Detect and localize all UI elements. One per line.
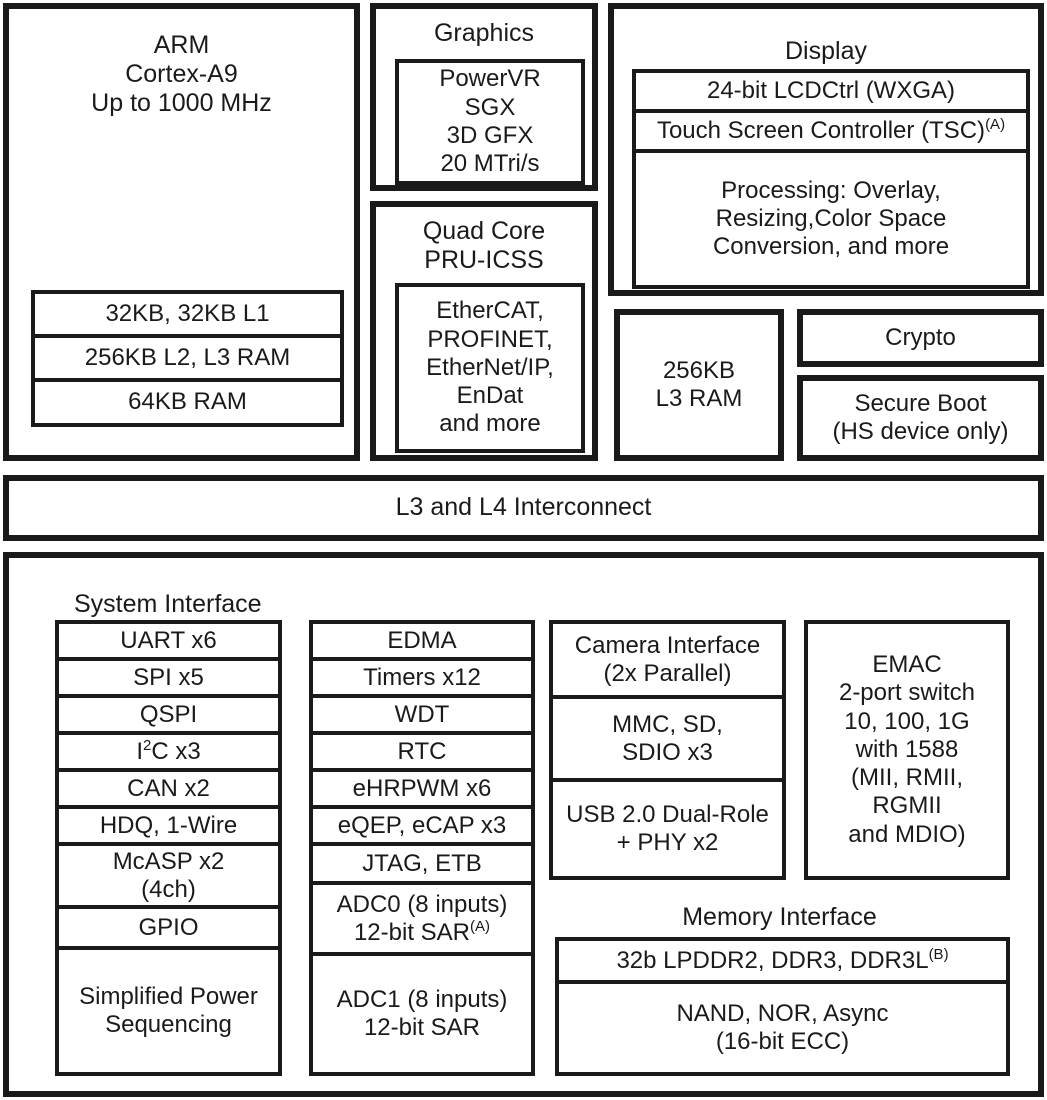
arm-cache-l2: 256KB L2, L3 RAM (31, 334, 344, 383)
peripheral-hdq-label: HDQ, 1-Wire (99, 811, 238, 839)
display-tsc-label: Touch Screen Controller (TSC)(A) (656, 116, 1006, 145)
display-rows: 24-bit LCDCtrl (WXGA) Touch Screen Contr… (632, 69, 1030, 289)
system-interface-column-3: Camera Interface (2x Parallel) MMC, SD, … (549, 620, 786, 880)
peripheral-wdt: WDT (309, 694, 535, 736)
arm-cache-l1-label: 32KB, 32KB L1 (105, 300, 270, 328)
system-interface-title: System Interface (74, 590, 262, 618)
crypto-block: Crypto (797, 309, 1044, 367)
memory-nand-nor-async-label: NAND, NOR, Async (16-bit ECC) (676, 999, 889, 1055)
secure-boot-label: Secure Boot (HS device only) (832, 389, 1009, 445)
display-processing-label: Processing: Overlay, Resizing,Color Spac… (712, 176, 950, 261)
peripheral-mmc-sd: MMC, SD, SDIO x3 (549, 695, 786, 783)
peripheral-hdq: HDQ, 1-Wire (55, 805, 282, 847)
peripheral-camera-interface: Camera Interface (2x Parallel) (549, 620, 786, 700)
memory-lpddr2-ddr3-label: 32b LPDDR2, DDR3, DDR3L(B) (616, 945, 949, 974)
peripheral-emac-label: EMAC 2-port switch 10, 100, 1G with 1588… (838, 650, 976, 848)
display-lcdctrl: 24-bit LCDCtrl (WXGA) (632, 69, 1030, 114)
peripheral-edma-label: EDMA (387, 626, 457, 654)
peripheral-jtag-etb: JTAG, ETB (309, 842, 535, 886)
l3-ram-label: 256KB L3 RAM (655, 356, 743, 412)
arm-cache-l1: 32KB, 32KB L1 (31, 290, 344, 339)
peripheral-ehrpwm: eHRPWM x6 (309, 768, 535, 810)
peripheral-qspi-label: QSPI (139, 700, 198, 728)
peripheral-wdt-label: WDT (394, 700, 450, 728)
peripheral-camera-interface-label: Camera Interface (2x Parallel) (574, 631, 761, 687)
peripheral-emac: EMAC 2-port switch 10, 100, 1G with 1588… (804, 620, 1010, 880)
peripheral-can: CAN x2 (55, 768, 282, 810)
peripheral-mcasp: McASP x2 (4ch) (55, 842, 282, 910)
pru-icss-block: Quad Core PRU-ICSS EtherCAT, PROFINET, E… (370, 201, 598, 461)
memory-interface-title: Memory Interface (682, 903, 877, 931)
peripheral-timers-label: Timers x12 (363, 663, 481, 691)
pru-icss-inner: EtherCAT, PROFINET, EtherNet/IP, EnDat a… (395, 283, 585, 453)
peripheral-rtc: RTC (309, 731, 535, 773)
peripheral-eqep-ecap: eQEP, eCAP x3 (309, 805, 535, 847)
peripheral-mcasp-label: McASP x2 (4ch) (112, 847, 225, 903)
display-processing: Processing: Overlay, Resizing,Color Spac… (632, 149, 1030, 289)
peripheral-mmc-sd-label: MMC, SD, SDIO x3 (612, 710, 723, 766)
arm-cache-ram: 64KB RAM (31, 378, 344, 427)
graphics-inner: PowerVR SGX 3D GFX 20 MTri/s (395, 59, 585, 185)
peripheral-qspi: QSPI (55, 694, 282, 736)
display-lcdctrl-label: 24-bit LCDCtrl (WXGA) (706, 77, 956, 105)
peripheral-edma: EDMA (309, 620, 535, 662)
memory-nand-nor-async: NAND, NOR, Async (16-bit ECC) (555, 980, 1010, 1076)
peripheral-gpio-label: GPIO (138, 913, 199, 941)
graphics-title: Graphics (433, 19, 535, 47)
arm-cache-stack: 32KB, 32KB L1 256KB L2, L3 RAM 64KB RAM (31, 290, 344, 427)
display-tsc-footnote: (A) (985, 116, 1006, 134)
peripheral-uart: UART x6 (55, 620, 282, 662)
peripheral-i2c-label: I2C x3 (136, 736, 201, 765)
display-block: Display 24-bit LCDCtrl (WXGA) Touch Scre… (608, 3, 1044, 296)
interconnect-bar: L3 and L4 Interconnect (3, 475, 1044, 541)
pru-icss-body: EtherCAT, PROFINET, EtherNet/IP, EnDat a… (426, 297, 554, 438)
arm-cache-l2-label: 256KB L2, L3 RAM (84, 344, 291, 372)
peripheral-timers: Timers x12 (309, 657, 535, 699)
peripheral-adc1: ADC1 (8 inputs) 12-bit SAR (309, 952, 535, 1076)
peripheral-usb-label: USB 2.0 Dual-Role + PHY x2 (566, 800, 769, 856)
peripheral-adc0-footnote: (A) (470, 918, 491, 935)
graphics-body: PowerVR SGX 3D GFX 20 MTri/s (439, 65, 541, 178)
system-interface-column-2: EDMA Timers x12 WDT RTC eHRPWM x6 eQEP, … (309, 620, 535, 1076)
arm-cache-ram-label: 64KB RAM (128, 388, 247, 416)
crypto-label: Crypto (885, 323, 956, 351)
system-interface-column-1: UART x6 SPI x5 QSPI I2C x3 CAN x2 HDQ, 1… (55, 620, 282, 1076)
peripheral-adc1-label: ADC1 (8 inputs) 12-bit SAR (336, 985, 508, 1041)
peripheral-adc0-label: ADC0 (8 inputs) 12-bit SAR(A) (336, 890, 508, 946)
peripheral-ehrpwm-label: eHRPWM x6 (352, 774, 492, 802)
memory-interface-rows: 32b LPDDR2, DDR3, DDR3L(B) NAND, NOR, As… (555, 937, 1010, 1076)
peripheral-adc0: ADC0 (8 inputs) 12-bit SAR(A) (309, 881, 535, 957)
peripheral-power-sequencing-label: Simplified Power Sequencing (79, 982, 258, 1038)
peripheral-spi-label: SPI x5 (133, 663, 204, 691)
secure-boot-block: Secure Boot (HS device only) (797, 375, 1044, 461)
interconnect-label: L3 and L4 Interconnect (395, 493, 652, 522)
peripheral-spi: SPI x5 (55, 657, 282, 699)
graphics-block: Graphics PowerVR SGX 3D GFX 20 MTri/s (370, 3, 598, 191)
peripheral-gpio: GPIO (55, 905, 282, 951)
memory-lpddr2-ddr3: 32b LPDDR2, DDR3, DDR3L(B) (555, 937, 1010, 985)
pru-icss-title: Quad Core PRU-ICSS (422, 217, 546, 274)
memory-lpddr2-footnote: (B) (928, 945, 949, 963)
peripheral-uart-label: UART x6 (120, 626, 217, 654)
peripheral-power-sequencing: Simplified Power Sequencing (55, 946, 282, 1076)
peripheral-usb: USB 2.0 Dual-Role + PHY x2 (549, 778, 786, 880)
peripheral-eqep-ecap-label: eQEP, eCAP x3 (337, 811, 507, 839)
peripheral-rtc-label: RTC (397, 737, 447, 765)
peripheral-i2c: I2C x3 (55, 731, 282, 773)
display-title: Display (785, 37, 867, 65)
peripheral-jtag-etb-label: JTAG, ETB (362, 849, 482, 877)
peripheral-can-label: CAN x2 (127, 774, 210, 802)
l3-ram-block: 256KB L3 RAM (614, 309, 784, 461)
display-tsc: Touch Screen Controller (TSC)(A) (632, 109, 1030, 154)
